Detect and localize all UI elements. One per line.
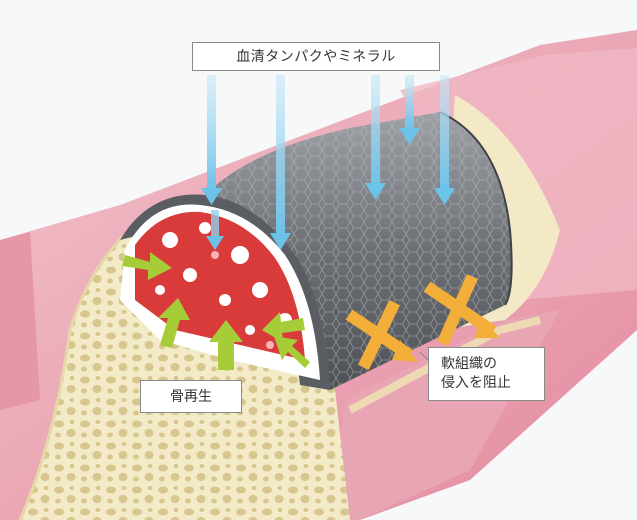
soft-tissue-block-label: 軟組織の 侵入を阻止 xyxy=(428,347,545,401)
soft-tissue-label-line-2: 侵入を阻止 xyxy=(441,374,544,393)
bone-regeneration-label: 骨再生 xyxy=(140,380,242,413)
serum-protein-label: 血清タンパクやミネラル xyxy=(192,42,440,71)
soft-tissue-label-line-1: 軟組織の xyxy=(441,355,544,374)
